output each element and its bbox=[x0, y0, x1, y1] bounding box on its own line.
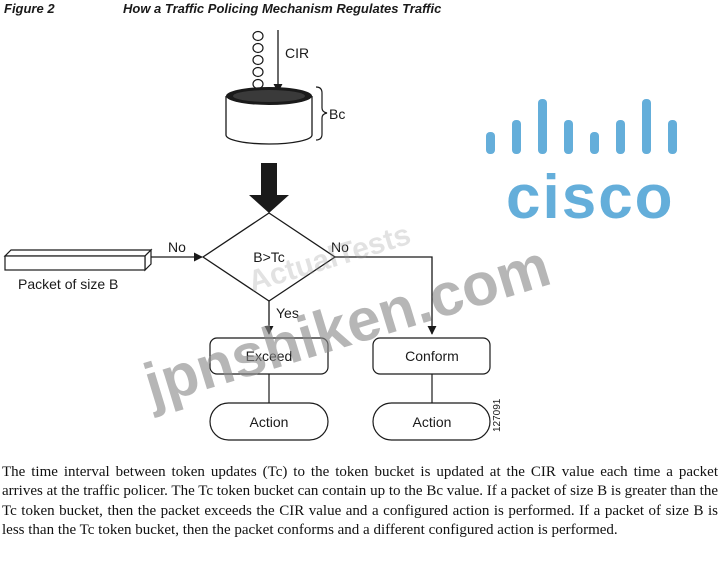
cisco-wordmark: cisco bbox=[506, 163, 675, 232]
decision-label: B>Tc bbox=[253, 249, 285, 265]
exceed-label: Exceed bbox=[246, 348, 293, 364]
figure-id: 127091 bbox=[492, 398, 503, 432]
cir-label: CIR bbox=[285, 45, 309, 61]
yes-label: Yes bbox=[276, 305, 299, 321]
token-stream bbox=[252, 30, 264, 90]
action-left-label: Action bbox=[250, 414, 289, 430]
flow-down-arrow bbox=[249, 163, 289, 213]
conform-label: Conform bbox=[405, 348, 459, 364]
cisco-logo-watermark: cisco bbox=[486, 99, 677, 232]
no-left-label: No bbox=[168, 239, 186, 255]
packet-label: Packet of size B bbox=[18, 276, 118, 292]
bc-label: Bc bbox=[329, 106, 345, 122]
no-branch-arrow bbox=[335, 256, 437, 335]
traffic-policing-diagram: cisco CIR Bc Packet of size B No B>Tc No… bbox=[3, 30, 677, 441]
cisco-bars-icon bbox=[486, 99, 677, 154]
token-bucket bbox=[225, 87, 313, 145]
packet-shape bbox=[3, 248, 153, 272]
no-right-label: No bbox=[331, 239, 349, 255]
caption-paragraph: The time interval between token updates … bbox=[2, 464, 718, 539]
figure-title: How a Traffic Policing Mechanism Regulat… bbox=[123, 1, 442, 16]
action-right-pill bbox=[372, 402, 491, 441]
action-left-pill bbox=[209, 402, 329, 441]
figure-label: Figure 2 bbox=[4, 1, 55, 16]
bc-brace bbox=[315, 86, 328, 141]
action-right-label: Action bbox=[413, 414, 452, 430]
